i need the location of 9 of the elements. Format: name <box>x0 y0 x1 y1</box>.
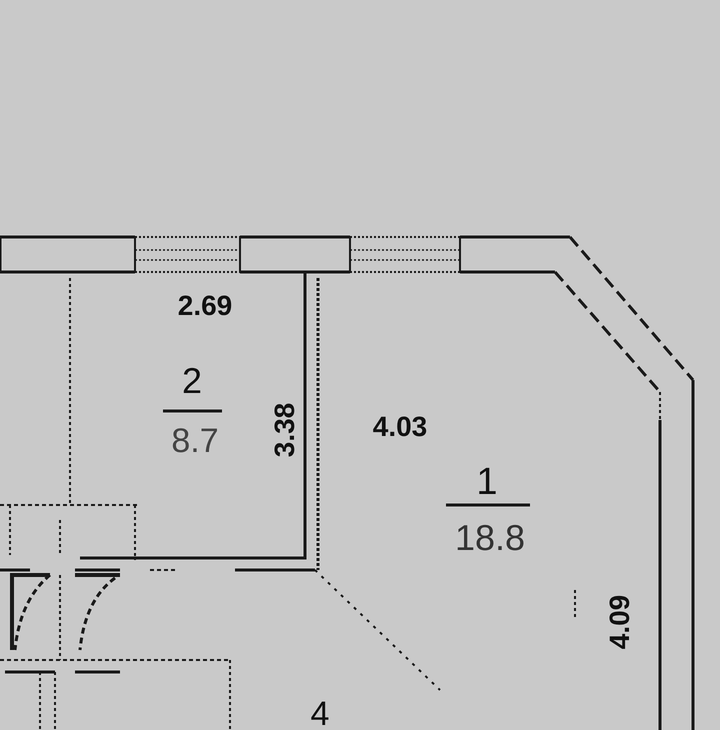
dimension-label: 3.38 <box>271 402 299 458</box>
dimension-label: 4.03 <box>372 413 428 441</box>
dimension-label: 4.09 <box>606 594 634 650</box>
dimension-label: 2.69 <box>178 292 232 320</box>
room-label: 4 <box>310 697 330 730</box>
room-label: 2 <box>182 363 202 399</box>
room-label: 8.7 <box>171 424 219 458</box>
room-label: 1 <box>476 463 498 501</box>
room-label: 18.8 <box>454 520 526 556</box>
